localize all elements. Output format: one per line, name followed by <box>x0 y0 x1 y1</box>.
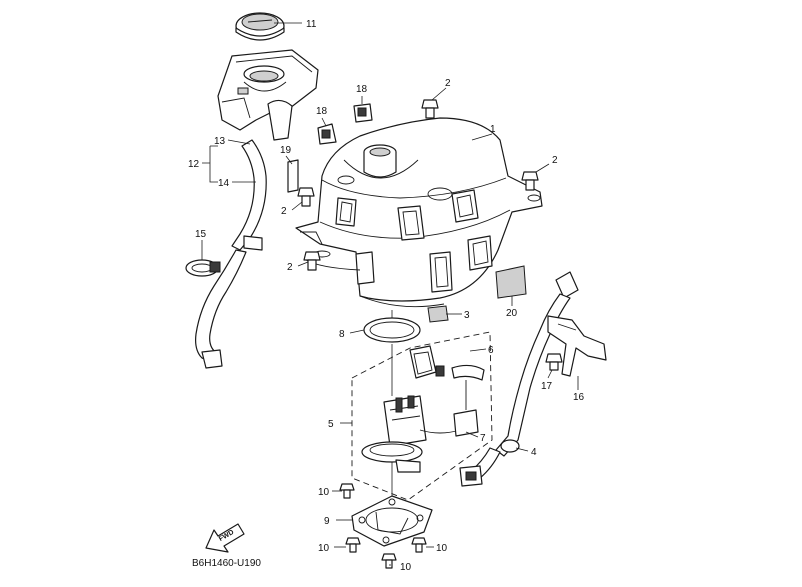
callout-5: 5 <box>328 419 334 430</box>
callout-14: 14 <box>218 178 230 189</box>
forward-arrow: FWD <box>205 523 245 553</box>
tank-bolt-right <box>521 171 539 191</box>
callout-12: 12 <box>188 159 200 170</box>
callout-16: 16 <box>573 392 585 403</box>
screw-10-right <box>411 537 427 553</box>
callout-10-right: 10 <box>436 543 448 554</box>
screw-10-top <box>339 483 355 499</box>
callout-10-left: 10 <box>318 543 330 554</box>
fuel-pump-assembly-box <box>351 331 493 501</box>
tank-bolt-left-upper <box>297 187 315 207</box>
label-20 <box>495 265 527 299</box>
fuel-hose <box>459 271 579 487</box>
callout-4: 4 <box>531 447 537 458</box>
diagram-code: B6H1460-U190 <box>192 558 261 569</box>
callout-18-left: 18 <box>316 106 328 117</box>
callout-2-top: 2 <box>445 78 451 89</box>
callout-19: 19 <box>280 145 292 156</box>
filler-cover <box>217 49 319 141</box>
hose-clip <box>185 259 221 277</box>
fuel-pump <box>361 345 485 473</box>
callout-7: 7 <box>480 433 486 444</box>
callout-10-bottom: 10 <box>400 562 412 573</box>
damper-left <box>317 123 337 145</box>
screw-10-left <box>345 537 361 553</box>
bracket-bolt <box>545 353 563 371</box>
callout-3: 3 <box>464 310 470 321</box>
callout-18-right: 18 <box>356 84 368 95</box>
tank-bolt-left-lower <box>303 251 321 271</box>
callout-6: 6 <box>488 345 494 356</box>
callout-1: 1 <box>490 124 496 135</box>
hose-bracket <box>547 315 607 377</box>
callout-20: 20 <box>506 308 518 319</box>
callout-10-top: 10 <box>318 487 330 498</box>
leader-lines <box>201 22 579 566</box>
callout-11: 11 <box>306 19 317 30</box>
callout-2-right: 2 <box>552 155 558 166</box>
fuel-cap <box>235 12 285 41</box>
callout-15: 15 <box>195 229 207 240</box>
fuel-tank <box>295 117 543 308</box>
damper-right <box>353 103 373 123</box>
pump-bracket-plate <box>351 495 433 547</box>
tank-bolt-top <box>421 99 439 119</box>
callout-13: 13 <box>214 136 226 147</box>
fuel-pump-gasket <box>363 317 421 343</box>
damper-3 <box>427 305 449 323</box>
callout-2-left-lower: 2 <box>287 262 293 273</box>
label-19 <box>287 159 299 193</box>
callouts: 11 12 13 14 15 19 18 18 2 1 2 2 2 3 20 8… <box>188 19 585 573</box>
callout-17: 17 <box>541 381 553 392</box>
callout-2-left-upper: 2 <box>281 206 287 217</box>
callout-9: 9 <box>324 516 330 527</box>
callout-8: 8 <box>339 329 345 340</box>
screw-10-bottom <box>381 553 397 569</box>
breather-hose <box>195 139 267 369</box>
